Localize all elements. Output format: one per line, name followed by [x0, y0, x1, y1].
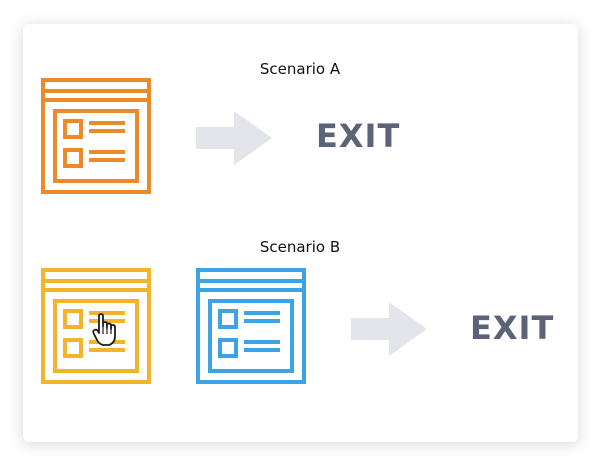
scenario-a-webpage-icon	[41, 78, 151, 194]
scenario-b-first-webpage-icon	[41, 268, 151, 384]
scenario-a-exit-label: EXIT	[316, 117, 401, 155]
scenario-b-right-arrow-icon	[351, 302, 427, 356]
hand-pointer-icon	[92, 313, 116, 346]
scenario-a-label: Scenario A	[259, 60, 341, 78]
scenario-b-label: Scenario B	[259, 238, 341, 256]
scenario-b-second-webpage-icon	[196, 268, 306, 384]
scenario-b-exit-label: EXIT	[470, 309, 555, 347]
scenario-a-right-arrow-icon	[196, 111, 272, 165]
